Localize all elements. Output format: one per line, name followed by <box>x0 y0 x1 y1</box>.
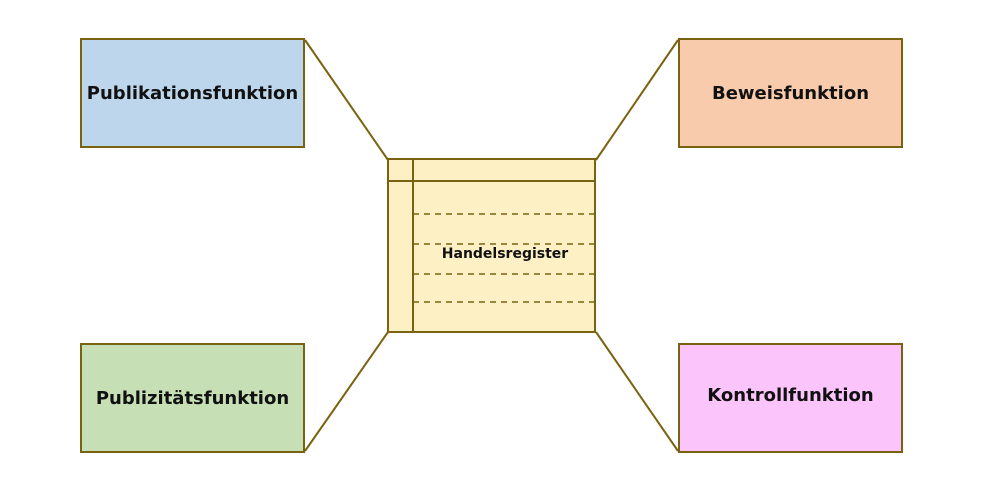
kontrollfunktion-label: Kontrollfunktion <box>707 384 874 406</box>
publizitaetsfunktion-label: Publizitätsfunktion <box>95 387 290 409</box>
beweisfunktion-label: Beweisfunktion <box>711 82 870 104</box>
beweisfunktion-box: Beweisfunktion <box>678 38 903 148</box>
publizitaetsfunktion-box: Publizitätsfunktion <box>80 343 305 453</box>
connector-bottom-right <box>595 331 679 452</box>
register-table-body <box>387 158 596 333</box>
register-label: Handelsregister <box>441 246 569 262</box>
connector-top-left <box>304 39 389 161</box>
publikationsfunktion-label: Publikationsfunktion <box>86 82 299 104</box>
connector-top-right <box>595 39 679 161</box>
connector-bottom-left <box>304 331 389 452</box>
publikationsfunktion-box: Publikationsfunktion <box>80 38 305 148</box>
kontrollfunktion-box: Kontrollfunktion <box>678 343 903 453</box>
register-table <box>387 158 596 333</box>
